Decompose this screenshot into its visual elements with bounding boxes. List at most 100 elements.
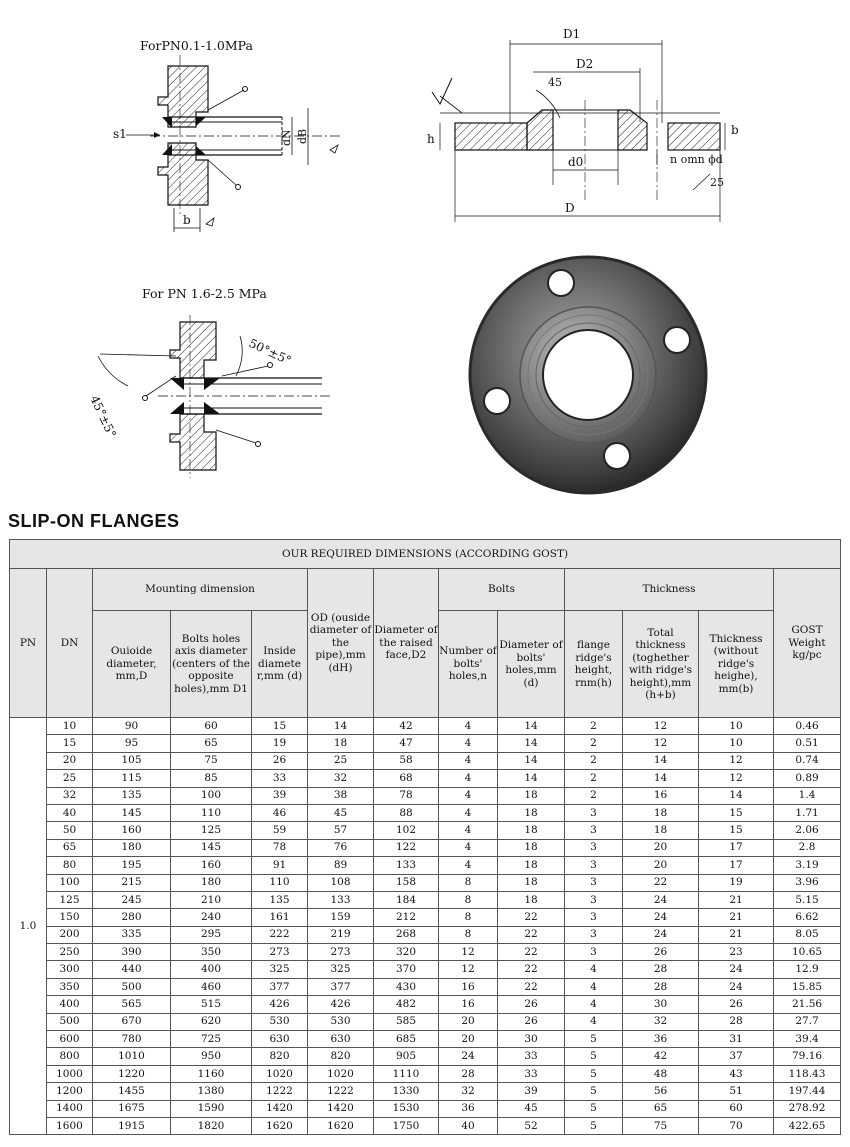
flange-section-lower-2: [169, 413, 217, 471]
header-weight: GOST Weight kg/pc: [772, 568, 842, 718]
table-cell: 18: [622, 803, 699, 823]
table-cell: 240: [170, 908, 252, 927]
table-cell: 4: [438, 786, 498, 805]
table-cell: 500: [92, 977, 171, 997]
table-cell: 33: [497, 1064, 565, 1084]
table-cell: 950: [170, 1047, 252, 1066]
table-cell: 215: [92, 873, 171, 892]
table-cell: 22: [497, 943, 565, 962]
table-cell: 33: [251, 769, 308, 788]
table-cell: 482: [373, 995, 439, 1014]
table-cell: 280: [92, 908, 171, 927]
table-cell: 1330: [373, 1082, 439, 1101]
table-cell: 37: [698, 1047, 774, 1066]
table-cell: 0.46: [772, 716, 842, 736]
table-cell: 422.65: [772, 1116, 842, 1136]
table-cell: 3: [564, 856, 623, 875]
table-cell: 21: [698, 925, 774, 945]
table-cell: 325: [307, 960, 374, 979]
table-cell: 4: [438, 821, 498, 840]
table-cell: 278.92: [772, 1099, 842, 1118]
table-cell: 20: [438, 1012, 498, 1032]
flange-section-upper: [157, 65, 209, 128]
table-cell: 15: [251, 716, 308, 736]
table-cell: 46: [251, 803, 308, 823]
table-caption: OUR REQUIRED DIMENSIONS (ACCORDING GOST): [8, 539, 842, 569]
table-cell: 28: [698, 1012, 774, 1032]
table-cell: 780: [92, 1030, 171, 1049]
table-cell: 22: [497, 960, 565, 979]
table-cell: 32: [46, 786, 93, 805]
table-cell: 75: [170, 751, 252, 771]
table-cell: 4: [438, 716, 498, 736]
label-dn: dN: [280, 129, 293, 146]
table-cell: 4: [564, 1012, 623, 1032]
table-cell: 4: [564, 960, 623, 979]
table-cell: 27.7: [772, 1012, 842, 1032]
table-cell: 10.65: [772, 943, 842, 962]
table-cell: 32: [438, 1082, 498, 1101]
table-cell: 22: [497, 908, 565, 927]
table-cell: 22: [497, 925, 565, 945]
table-cell: 320: [373, 943, 439, 962]
table-cell: 515: [170, 995, 252, 1014]
table-cell: 36: [622, 1030, 699, 1049]
table-cell: 60: [170, 716, 252, 736]
pn-cell: 1.0: [9, 716, 47, 1136]
table-cell: 108: [307, 873, 374, 892]
table-cell: 370: [373, 960, 439, 979]
table-cell: 20: [46, 751, 93, 771]
table-cell: 135: [251, 890, 308, 910]
table-cell: 4: [438, 769, 498, 788]
table-cell: 0.51: [772, 734, 842, 753]
table-cell: 3: [564, 925, 623, 945]
table-cell: 12: [438, 960, 498, 979]
table-cell: 12: [622, 734, 699, 753]
table-cell: 400: [46, 995, 93, 1014]
table-cell: 18: [497, 838, 565, 858]
table-cell: 28: [438, 1064, 498, 1084]
table-cell: 400: [170, 960, 252, 979]
table-cell: 530: [307, 1012, 374, 1032]
table-cell: 51: [698, 1082, 774, 1101]
table-cell: 20: [438, 1030, 498, 1049]
table-cell: 26: [622, 943, 699, 962]
table-cell: 150: [46, 908, 93, 927]
table-cell: 2.06: [772, 821, 842, 840]
table-cell: 295: [170, 925, 252, 945]
table-cell: 18: [497, 821, 565, 840]
table-cell: 24: [698, 960, 774, 979]
table-cell: 800: [46, 1047, 93, 1066]
table-cell: 10: [698, 734, 774, 753]
table-cell: 85: [170, 769, 252, 788]
table-cell: 12: [438, 943, 498, 962]
table-cell: 26: [497, 1012, 565, 1032]
table-cell: 15.85: [772, 977, 842, 997]
table-cell: 88: [373, 803, 439, 823]
label-25: 25: [710, 176, 724, 189]
table-cell: 1420: [307, 1099, 374, 1118]
table-cell: 1620: [307, 1116, 374, 1136]
table-cell: 28: [622, 960, 699, 979]
drawing-flange-section: D1 D2 45 h b d0 n omn ϕd 25: [427, 27, 739, 222]
table-cell: 14: [497, 734, 565, 753]
table-cell: 1.4: [772, 786, 842, 805]
table-cell: 4: [564, 977, 623, 997]
table-cell: 180: [170, 873, 252, 892]
table-cell: 4: [438, 734, 498, 753]
table-cell: 197.44: [772, 1082, 842, 1101]
table-cell: 5: [564, 1082, 623, 1101]
table-cell: 4: [438, 856, 498, 875]
table-cell: 1010: [92, 1047, 171, 1066]
table-cell: 160: [92, 821, 171, 840]
table-cell: 195: [92, 856, 171, 875]
